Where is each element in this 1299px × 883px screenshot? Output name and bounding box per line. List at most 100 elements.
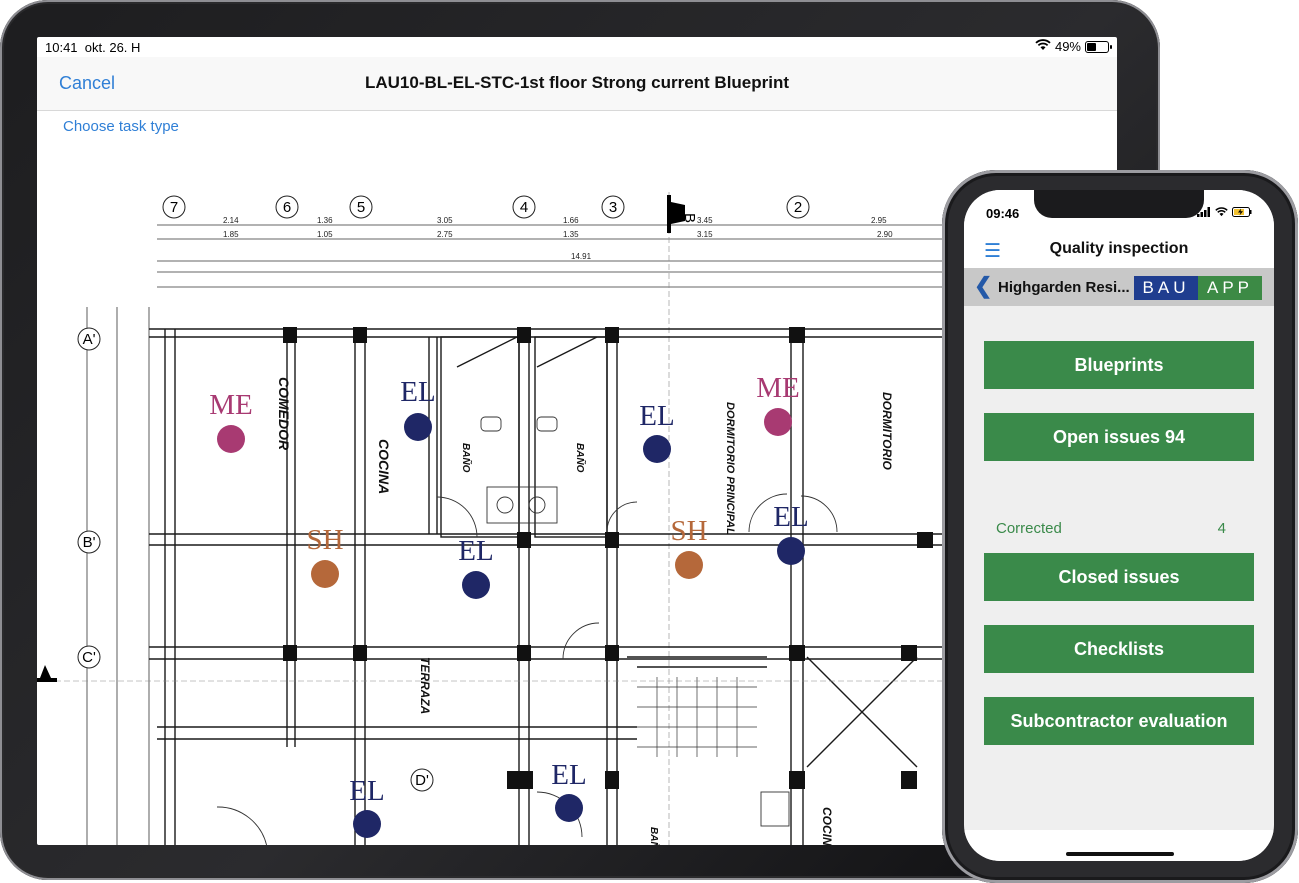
dim-label: 1.35 <box>563 230 579 239</box>
corrected-label[interactable]: Corrected <box>996 520 1062 537</box>
tablet-screen: 10:41 okt. 26. H 49% Cancel LAU10-BL-EL-… <box>37 37 1117 845</box>
app-title: Quality inspection <box>1049 240 1189 257</box>
status-date: okt. 26. H <box>84 40 141 55</box>
marker-label: SH <box>670 515 707 547</box>
issue-marker[interactable]: ME <box>756 372 800 436</box>
marker-dot[interactable] <box>404 413 432 441</box>
choose-task-type-link[interactable]: Choose task type <box>63 118 179 135</box>
room-label: BAÑO <box>460 443 473 473</box>
grid-number: 4 <box>520 199 528 216</box>
grid-number: 6 <box>283 199 291 216</box>
blueprints-button[interactable]: Blueprints <box>984 341 1254 389</box>
grid-axis-left: A' B' C' D' <box>77 327 434 792</box>
marker-label: EL <box>400 376 435 408</box>
marker-label: SH <box>306 524 343 556</box>
issue-marker[interactable]: SH <box>306 524 344 588</box>
cancel-button[interactable]: Cancel <box>59 73 116 93</box>
room-label: COCINA <box>820 807 834 845</box>
issue-marker[interactable]: ME <box>209 389 253 453</box>
marker-label: EL <box>551 759 586 791</box>
grid-letter: B' <box>83 534 96 551</box>
checklists-button[interactable]: Checklists <box>984 625 1254 673</box>
closed-issues-button[interactable]: Closed issues <box>984 553 1254 601</box>
grid-letter: C' <box>82 649 96 666</box>
room-label: TERRAZA <box>418 657 432 714</box>
room-label: DORMITORIO PRINCIPAL <box>724 402 736 535</box>
dim-label: 1.85 <box>223 230 239 239</box>
room-label: COCINA <box>376 439 392 494</box>
project-name: Highgarden Resi... <box>998 279 1130 296</box>
dim-label: 3.05 <box>437 216 453 225</box>
section-letter: B <box>681 213 698 223</box>
grid-letter: D' <box>415 772 429 789</box>
marker-dot[interactable] <box>311 560 339 588</box>
open-issues-button[interactable]: Open issues 94 <box>984 413 1254 461</box>
section-marker: B <box>667 192 698 845</box>
dim-label: 3.45 <box>697 216 713 225</box>
issue-marker[interactable]: SH <box>670 515 708 579</box>
hamburger-menu-icon[interactable]: ☰ <box>984 241 1002 262</box>
issue-marker[interactable]: EL <box>551 759 587 822</box>
section-marker-left <box>37 665 1117 682</box>
dim-label: 3.15 <box>697 230 713 239</box>
dim-label: 1.36 <box>317 216 333 225</box>
project-bar: ❮ Highgarden Resi... BAU APP <box>964 268 1274 306</box>
grid-number: 2 <box>794 199 802 216</box>
room-label: BAÑO <box>574 443 587 473</box>
grid-number: 7 <box>170 199 178 216</box>
marker-dot[interactable] <box>217 425 245 453</box>
marker-label: EL <box>639 400 674 432</box>
marker-label: EL <box>773 501 808 533</box>
issue-marker[interactable]: EL <box>349 775 385 838</box>
status-bar: 10:41 okt. 26. H 49% <box>37 37 1117 57</box>
issue-marker[interactable]: EL <box>773 501 809 565</box>
dim-label: 2.95 <box>871 216 887 225</box>
phone-device: 09:46 ☰ Quality inspection ❮ Highgarden … <box>942 170 1298 883</box>
page-title: LAU10-BL-EL-STC-1st floor Strong current… <box>364 73 790 92</box>
phone-screen: 09:46 ☰ Quality inspection ❮ Highgarden … <box>964 190 1274 861</box>
dim-label: 1.05 <box>317 230 333 239</box>
battery-icon <box>1085 40 1112 53</box>
dim-total-label: 14.91 <box>571 252 592 261</box>
room-label: COMEDOR <box>276 377 292 451</box>
wifi-icon <box>1215 207 1228 220</box>
status-time: 10:41 <box>45 40 78 55</box>
issue-marker[interactable]: EL <box>639 400 675 463</box>
wifi-icon <box>1035 39 1051 54</box>
marker-dot[interactable] <box>353 810 381 838</box>
bathroom-fixtures <box>480 416 790 827</box>
subcontractor-evaluation-button[interactable]: Subcontractor evaluation <box>984 697 1254 745</box>
marker-dot[interactable] <box>764 408 792 436</box>
room-label: DORMITORIO <box>880 392 894 470</box>
bauapp-logo: BAU APP <box>1134 276 1262 300</box>
stairs <box>637 677 757 757</box>
phone-notch <box>1034 190 1204 218</box>
marker-label: ME <box>209 389 253 421</box>
marker-label: ME <box>756 372 800 404</box>
home-indicator[interactable] <box>1066 852 1174 856</box>
corrected-count: 4 <box>1217 520 1226 537</box>
grid-letter: A' <box>83 331 96 348</box>
marker-dot[interactable] <box>777 537 805 565</box>
grid-number: 3 <box>609 199 617 216</box>
nav-bar: Cancel LAU10-BL-EL-STC-1st floor Strong … <box>37 57 1117 111</box>
marker-dot[interactable] <box>555 794 583 822</box>
back-chevron-icon[interactable]: ❮ <box>974 273 993 298</box>
marker-dot[interactable] <box>462 571 490 599</box>
marker-label: EL <box>349 775 384 807</box>
dim-label: 2.14 <box>223 216 239 225</box>
issue-marker[interactable]: EL <box>458 535 494 599</box>
logo-left: BAU <box>1134 276 1198 300</box>
dim-label: 1.66 <box>563 216 579 225</box>
columns <box>283 327 933 789</box>
grid-axis-top: 7 6 5 4 3 2 <box>162 195 810 219</box>
issue-markers[interactable]: ME EL EL ME SH <box>209 372 809 838</box>
phone-footer <box>964 830 1274 861</box>
marker-dot[interactable] <box>675 551 703 579</box>
marker-label: EL <box>458 535 493 567</box>
logo-right: APP <box>1198 276 1262 300</box>
marker-dot[interactable] <box>643 435 671 463</box>
room-label: BAÑO <box>648 827 661 845</box>
signal-icon <box>1197 207 1211 220</box>
issue-marker[interactable]: EL <box>400 376 436 441</box>
